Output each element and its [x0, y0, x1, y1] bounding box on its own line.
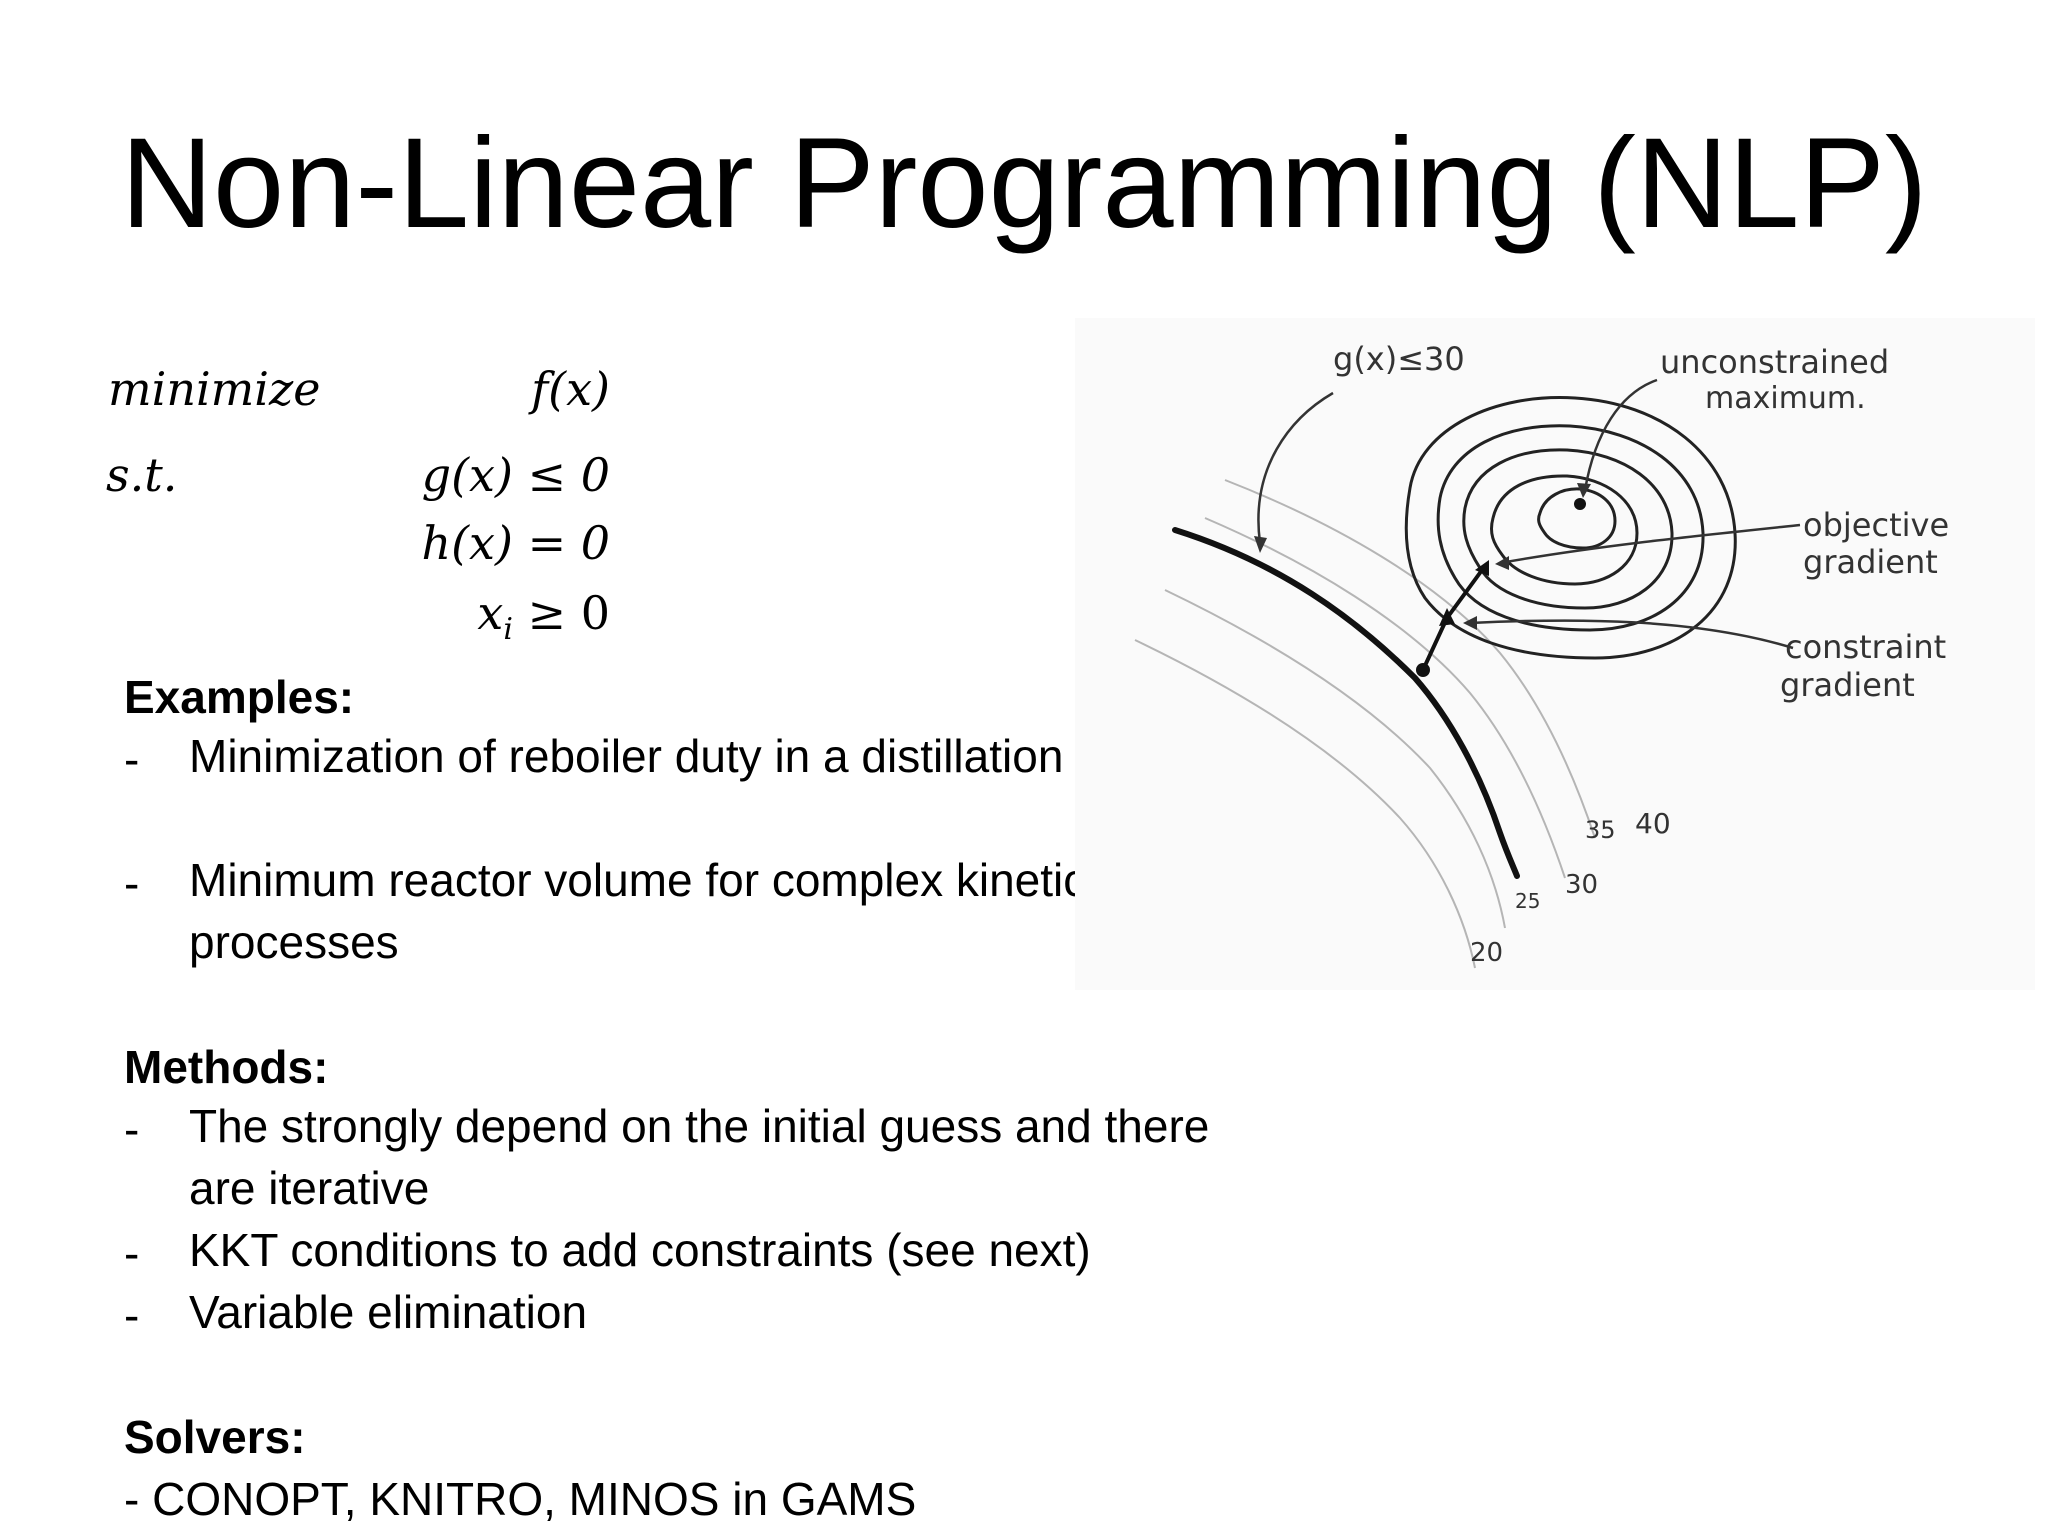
constraint-gradient-label-arrow [1469, 619, 1794, 650]
unconstrained-maximum-point [1574, 498, 1586, 510]
method-item: KKT conditions to add constraints (see n… [189, 1224, 1091, 1276]
equality-constraint: h(x) = 0 [421, 516, 610, 570]
examples-heading: Examples: [124, 671, 355, 723]
constraint-label-arrow [1257, 391, 1334, 544]
objective-contour-2 [1436, 424, 1705, 632]
unconstrained-label-line1: unconstrained [1660, 343, 1889, 381]
objective-gradient-arrowhead [1475, 560, 1489, 576]
level-label-20: 20 [1470, 938, 1503, 968]
objective-gradient-label-arrow [1499, 523, 1801, 565]
level-label-30: 30 [1565, 870, 1598, 900]
objective-contour-4 [1489, 474, 1639, 586]
example-item: Minimum reactor volume for complex kinet… [189, 854, 1087, 968]
solvers-list: - CONOPT, KNITRO, MINOS in GAMS [124, 1473, 917, 1525]
objective-gradient-label-line2: gradient [1803, 543, 1938, 581]
objective-gradient-label-line1: objective [1803, 506, 1949, 544]
bullet-marker: - [124, 1227, 140, 1279]
objective-gradient-vector [1445, 564, 1487, 620]
constraint-label-arrowhead [1254, 536, 1267, 553]
contour-diagram-svg: g(x)≤30 unconstrained maximum. objective… [1134, 340, 1949, 969]
maximum-label-arrow [1583, 378, 1658, 491]
nonneg-variable: x [477, 586, 504, 640]
annotation-arrows [1257, 378, 1801, 650]
constraint-level-35 [1204, 517, 1566, 879]
method-item: The strongly depend on the initial guess… [189, 1100, 1210, 1214]
contour-diagram: g(x)≤30 unconstrained maximum. objective… [1075, 318, 2035, 990]
objective-label-arrowhead [1495, 556, 1509, 570]
inequality-constraint: g(x) ≤ 0 [421, 448, 610, 502]
solvers-heading: Solvers: [124, 1411, 306, 1463]
bullet-marker: - [124, 733, 140, 785]
method-item: Variable elimination [189, 1286, 588, 1338]
objective-contour-1 [1404, 396, 1737, 660]
constraint-gradient-arrowhead [1439, 608, 1455, 626]
bullet-marker: - [124, 1289, 140, 1341]
bullet-marker: - [124, 857, 140, 909]
objective-function: f(x) [531, 362, 610, 416]
objective-label: minimize [108, 362, 321, 416]
constraint-gradient-label-arrowhead [1463, 616, 1477, 630]
constraint-level-25 [1164, 589, 1506, 929]
nonnegativity-constraint: xi ≥ 0 [310, 586, 610, 647]
active-constraint-curve [1172, 527, 1520, 879]
nonneg-subscript: i [503, 612, 513, 648]
objective-contours [1404, 396, 1737, 660]
bullet-marker: - [124, 1103, 140, 1155]
gradient-vectors [1421, 564, 1487, 672]
level-label-40: 40 [1635, 807, 1671, 840]
constraint-level-20 [1134, 639, 1476, 969]
level-label-35: 35 [1585, 816, 1616, 844]
constraint-level-40 [1224, 479, 1596, 839]
level-label-25: 25 [1515, 889, 1540, 913]
unconstrained-label-line2: maximum. [1705, 381, 1866, 416]
constraint-gradient-label-line2: gradient [1780, 666, 1915, 704]
objective-contour-5 [1537, 487, 1617, 550]
maximum-label-arrowhead [1577, 483, 1591, 498]
constraint-gradient-vector [1421, 616, 1449, 672]
slide-title: Non-Linear Programming (NLP) [120, 112, 1928, 255]
constraint-label: g(x)≤30 [1333, 340, 1465, 378]
example-item: Minimization of reboiler duty in a disti… [189, 730, 1225, 782]
nonneg-relation: ≥ 0 [512, 586, 610, 640]
methods-heading: Methods: [124, 1041, 329, 1093]
constraint-gradient-label-line1: constraint [1785, 628, 1946, 666]
subject-to-label: s.t. [106, 448, 178, 502]
